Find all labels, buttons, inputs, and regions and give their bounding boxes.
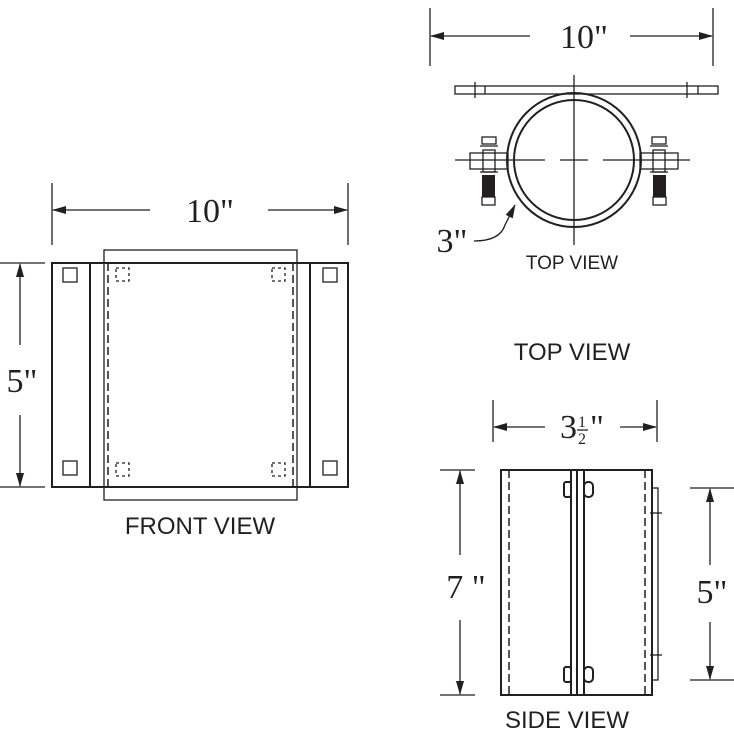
side-view-label: SIDE VIEW	[505, 707, 629, 734]
top-view-label: TOP VIEW	[514, 339, 631, 366]
side-flange-dim: 5"	[697, 574, 728, 611]
top-width-dim: 10"	[560, 19, 608, 56]
front-width-dim: 10"	[186, 193, 234, 230]
side-height-dim: 7 "	[446, 569, 485, 606]
top-view: 10" 3" TOP VIEW TOP VIEW	[429, 8, 719, 366]
side-width-dim-den: 2	[578, 431, 586, 448]
front-view: 10" 5" FRONT VIEW	[0, 183, 349, 540]
side-width-dim-whole: 3	[560, 409, 577, 446]
front-plate	[103, 249, 298, 501]
side-width-dim-mark: "	[590, 409, 604, 446]
side-width-dim-num: 1	[578, 414, 586, 431]
front-view-label: FRONT VIEW	[125, 513, 276, 540]
side-view: 3 1 2 " 7 " 5" SIDE VIEW	[440, 400, 734, 734]
top-view-small-label: TOP VIEW	[526, 253, 618, 274]
top-plate	[454, 85, 719, 95]
side-flange	[651, 487, 659, 681]
front-height-dim: 5"	[7, 363, 38, 400]
front-outer	[51, 262, 349, 488]
top-diameter-dim: 3"	[437, 223, 468, 260]
